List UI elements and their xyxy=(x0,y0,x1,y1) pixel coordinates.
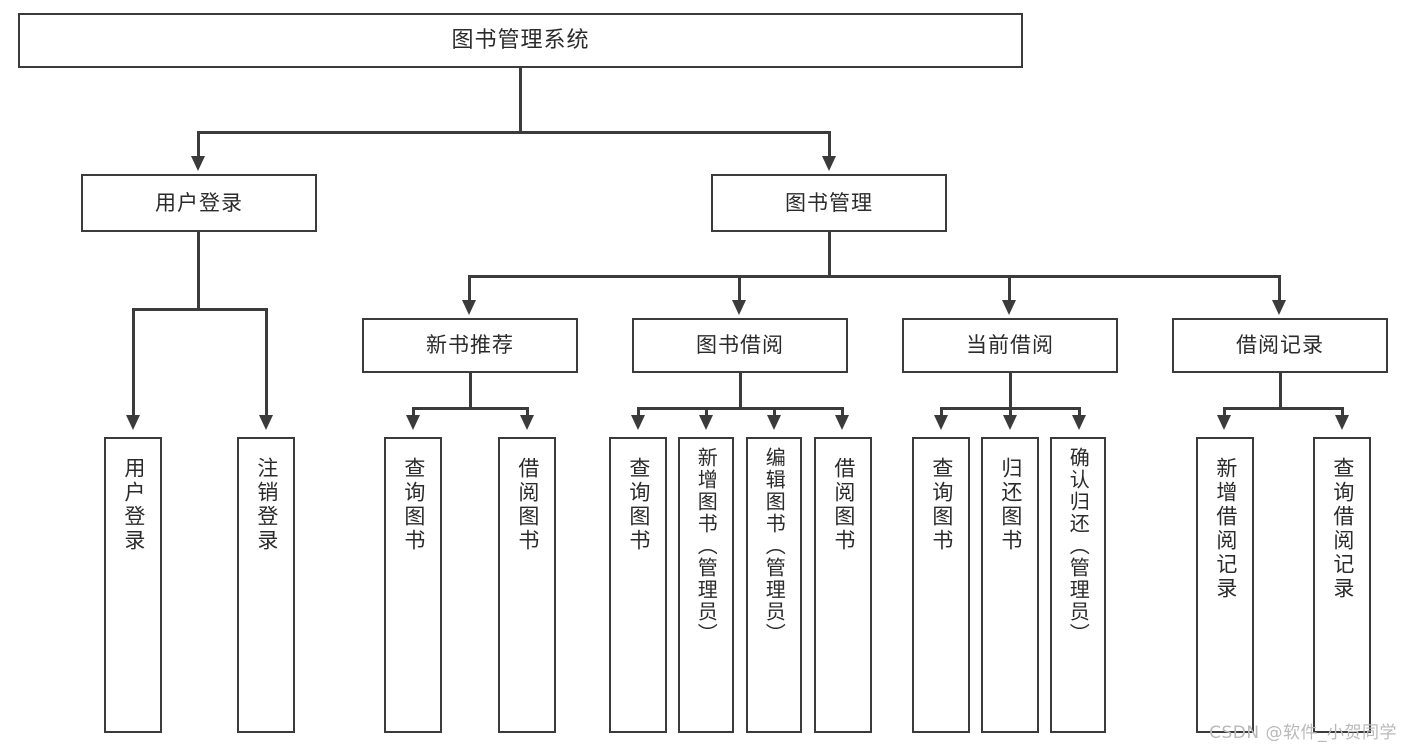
connector-book-borrow-leaf-0 xyxy=(637,407,640,419)
node-new-book-recommend[interactable]: 新书推荐 xyxy=(362,318,578,373)
node-current-borrow[interactable]: 当前借阅 xyxy=(902,318,1118,373)
node-label: 新增借阅记录 xyxy=(1213,457,1238,601)
connector-current-borrow-leaf-0 xyxy=(940,407,943,419)
arrowhead-current-borrow-leaf-0 xyxy=(934,415,948,430)
node-label: 图书管理 xyxy=(785,190,873,215)
connector-book-manage-to-borrow-record xyxy=(1278,275,1281,303)
connector-book-borrow-bus xyxy=(637,407,843,410)
connector-borrow-record-leaf-0 xyxy=(1223,407,1226,419)
leaf-user-login-1[interactable]: 注销登录 xyxy=(237,437,295,733)
node-label: 查询图书 xyxy=(626,457,651,553)
node-label: 编辑图书（管理员） xyxy=(762,447,787,645)
arrowhead-user-login-leaf-0 xyxy=(126,415,140,430)
node-label: 借阅图书 xyxy=(831,457,856,553)
node-root-system[interactable]: 图书管理系统 xyxy=(18,13,1023,68)
leaf-current-borrow-1[interactable]: 归还图书 xyxy=(981,437,1039,733)
arrowhead-root-to-user-login xyxy=(191,156,205,171)
arrowhead-current-borrow xyxy=(1002,300,1016,315)
node-label: 图书管理系统 xyxy=(451,27,590,53)
connector-root-stem xyxy=(519,68,522,133)
leaf-current-borrow-0[interactable]: 查询图书 xyxy=(912,437,970,733)
connector-borrow-record-leaf-1 xyxy=(1341,407,1344,419)
connector-book-manage-to-book-borrow xyxy=(738,275,741,303)
node-label: 注销登录 xyxy=(254,457,279,553)
connector-book-borrow-stem xyxy=(739,373,742,409)
arrowhead-book-borrow-leaf-1 xyxy=(699,415,713,430)
connector-root-to-user-login xyxy=(197,131,200,158)
node-label: 借阅记录 xyxy=(1236,333,1324,358)
leaf-new-book-0[interactable]: 查询图书 xyxy=(384,437,442,733)
node-label: 用户登录 xyxy=(121,457,146,553)
leaf-current-borrow-2[interactable]: 确认归还（管理员） xyxy=(1050,437,1106,733)
arrowhead-book-borrow-leaf-3 xyxy=(835,415,849,430)
arrowhead-book-borrow xyxy=(732,300,746,315)
leaf-user-login-0[interactable]: 用户登录 xyxy=(104,437,162,733)
leaf-new-book-1[interactable]: 借阅图书 xyxy=(498,437,556,733)
arrowhead-new-book-leaf-0 xyxy=(406,415,420,430)
node-label: 归还图书 xyxy=(998,457,1023,553)
arrowhead-root-to-book-manage xyxy=(822,156,836,171)
arrowhead-new-book-leaf-1 xyxy=(520,415,534,430)
connector-user-login-to-leaf-1 xyxy=(265,308,268,418)
connector-user-login-to-leaf-0 xyxy=(132,308,135,418)
node-book-manage[interactable]: 图书管理 xyxy=(711,174,947,232)
connector-root-bus xyxy=(197,131,831,134)
arrowhead-new-book-recommend xyxy=(462,300,476,315)
connector-borrow-record-bus xyxy=(1223,407,1343,410)
node-label: 新增图书（管理员） xyxy=(694,447,719,645)
node-label: 图书借阅 xyxy=(696,333,784,358)
connector-book-manage-stem xyxy=(828,232,831,277)
node-label: 新书推荐 xyxy=(426,333,514,358)
arrowhead-borrow-record xyxy=(1272,300,1286,315)
connector-book-borrow-leaf-2 xyxy=(773,407,776,419)
connector-new-book-leaf-0 xyxy=(412,407,415,419)
connector-current-borrow-leaf-2 xyxy=(1078,407,1081,419)
node-label: 当前借阅 xyxy=(966,333,1054,358)
connector-book-borrow-leaf-3 xyxy=(841,407,844,419)
node-label: 用户登录 xyxy=(155,190,243,215)
leaf-book-borrow-3[interactable]: 借阅图书 xyxy=(814,437,872,733)
connector-new-book-leaf-1 xyxy=(526,407,529,419)
arrowhead-book-borrow-leaf-2 xyxy=(767,415,781,430)
connector-book-manage-bus xyxy=(468,275,1280,278)
arrowhead-book-borrow-leaf-0 xyxy=(631,415,645,430)
connector-book-borrow-leaf-1 xyxy=(705,407,708,419)
node-book-borrow[interactable]: 图书借阅 xyxy=(632,318,848,373)
node-label: 借阅图书 xyxy=(515,457,540,553)
connector-borrow-record-stem xyxy=(1279,373,1282,409)
connector-user-login-stem xyxy=(197,232,200,310)
connector-book-manage-to-current-borrow xyxy=(1008,275,1011,303)
connector-new-book-bus xyxy=(412,407,528,410)
connector-user-login-bus xyxy=(132,308,267,311)
leaf-borrow-record-0[interactable]: 新增借阅记录 xyxy=(1196,437,1254,733)
arrowhead-current-borrow-leaf-1 xyxy=(1003,415,1017,430)
connector-root-to-book-manage xyxy=(828,131,831,158)
node-label: 查询图书 xyxy=(401,457,426,553)
node-label: 查询借阅记录 xyxy=(1330,457,1355,601)
arrowhead-user-login-leaf-1 xyxy=(259,415,273,430)
node-label: 确认归还（管理员） xyxy=(1066,447,1091,645)
node-user-login[interactable]: 用户登录 xyxy=(81,174,317,232)
connector-book-manage-to-new-book xyxy=(468,275,471,303)
connector-new-book-stem xyxy=(469,373,472,409)
leaf-book-borrow-2[interactable]: 编辑图书（管理员） xyxy=(746,437,802,733)
connector-current-borrow-leaf-1 xyxy=(1009,407,1012,419)
leaf-borrow-record-1[interactable]: 查询借阅记录 xyxy=(1313,437,1371,733)
node-borrow-record[interactable]: 借阅记录 xyxy=(1172,318,1388,373)
arrowhead-borrow-record-leaf-1 xyxy=(1335,415,1349,430)
leaf-book-borrow-0[interactable]: 查询图书 xyxy=(609,437,667,733)
arrowhead-current-borrow-leaf-2 xyxy=(1072,415,1086,430)
leaf-book-borrow-1[interactable]: 新增图书（管理员） xyxy=(678,437,734,733)
node-label: 查询图书 xyxy=(929,457,954,553)
arrowhead-borrow-record-leaf-0 xyxy=(1217,415,1231,430)
connector-current-borrow-stem xyxy=(1009,373,1012,409)
